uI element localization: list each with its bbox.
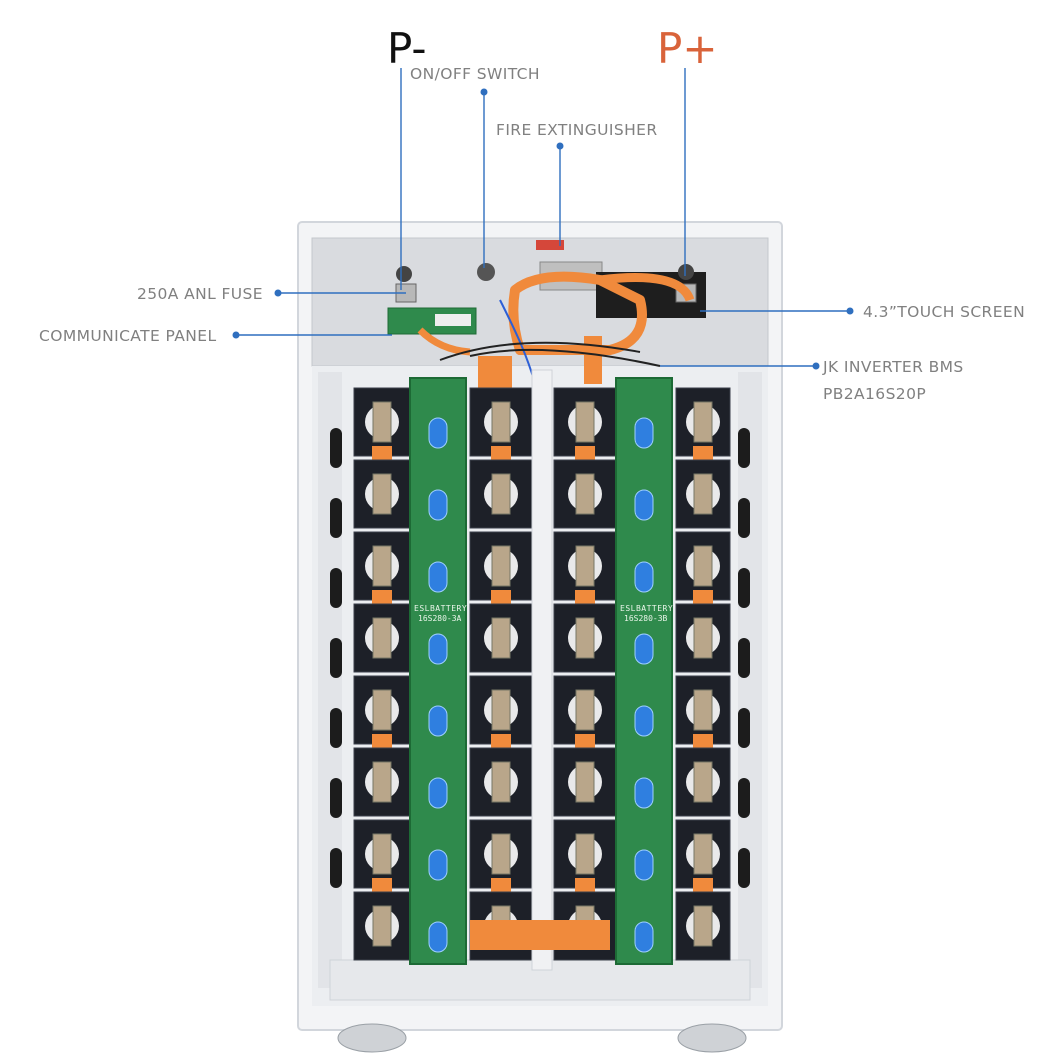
cell-indicator-window	[634, 921, 654, 953]
cell-busbar	[575, 761, 595, 803]
cell-busbar	[372, 545, 392, 587]
cell-indicator-window	[428, 489, 448, 521]
cell-busbar	[693, 689, 713, 731]
fire-extinguisher-label: FIRE EXTINGUISHER	[496, 121, 658, 139]
right-board-brand: ESLBATTERY	[620, 604, 674, 613]
anl-fuse-label: 250A ANL FUSE	[137, 285, 263, 303]
touch-screen-label: 4.3”TOUCH SCREEN	[863, 303, 1026, 321]
battery-cell	[675, 675, 731, 745]
cell-busbar	[693, 401, 713, 443]
top-compartment	[387, 240, 706, 761]
p-plus-label: P+	[657, 24, 718, 73]
cell-indicator-window	[634, 417, 654, 449]
cell-busbar	[372, 761, 392, 803]
cell-busbar	[693, 833, 713, 875]
cell-busbar	[491, 473, 511, 515]
cell-busbar	[491, 833, 511, 875]
p-minus-label: P-	[387, 24, 427, 73]
cell-busbar	[575, 617, 595, 659]
on-off-switch-label: ON/OFF SWITCH	[410, 65, 540, 83]
cell-indicator-window	[428, 561, 448, 593]
cell-busbar	[491, 761, 511, 803]
cell-busbar	[575, 545, 595, 587]
cell-busbar	[575, 689, 595, 731]
cell-indicator-window	[428, 921, 448, 953]
cell-busbar	[693, 617, 713, 659]
cell-indicator-window	[634, 561, 654, 593]
cell-busbar	[372, 905, 392, 947]
communicate-panel-label: COMMUNICATE PANEL	[39, 327, 217, 345]
cell-busbar	[372, 473, 392, 515]
cell-busbar	[693, 545, 713, 587]
cell-busbar	[693, 761, 713, 803]
battery-cell	[469, 531, 533, 601]
cell-busbar	[693, 905, 713, 947]
cell-busbar	[491, 689, 511, 731]
battery-cell	[675, 891, 731, 961]
bms-boards	[409, 369, 673, 971]
bms-label-line2: PB2A16S20P	[823, 385, 927, 403]
cell-busbar	[372, 689, 392, 731]
cell-indicator-window	[634, 777, 654, 809]
cell-indicator-window	[428, 777, 448, 809]
cell-busbar	[575, 401, 595, 443]
cell-indicator-window	[428, 633, 448, 665]
cell-stack	[353, 387, 731, 961]
cell-indicator-window	[428, 849, 448, 881]
cell-busbar	[491, 617, 511, 659]
cell-indicator-window	[428, 417, 448, 449]
bms-label-line1: JK INVERTER BMS	[823, 358, 964, 376]
cell-busbar	[693, 473, 713, 515]
left-board-brand: ESLBATTERY	[414, 604, 468, 613]
left-board-model: 16S280-3A	[418, 614, 462, 623]
cell-busbar	[372, 401, 392, 443]
cell-busbar	[491, 401, 511, 443]
cell-indicator-window	[634, 705, 654, 737]
cell-indicator-window	[428, 705, 448, 737]
cell-busbar	[372, 833, 392, 875]
cell-busbar	[491, 545, 511, 587]
cell-busbar	[575, 833, 595, 875]
cell-indicator-window	[634, 489, 654, 521]
cell-indicator-window	[634, 633, 654, 665]
right-board-model: 16S280-3B	[624, 614, 668, 623]
cell-indicator-window	[634, 849, 654, 881]
cell-busbar	[575, 473, 595, 515]
cell-busbar	[372, 617, 392, 659]
cell-indicators	[428, 417, 654, 953]
